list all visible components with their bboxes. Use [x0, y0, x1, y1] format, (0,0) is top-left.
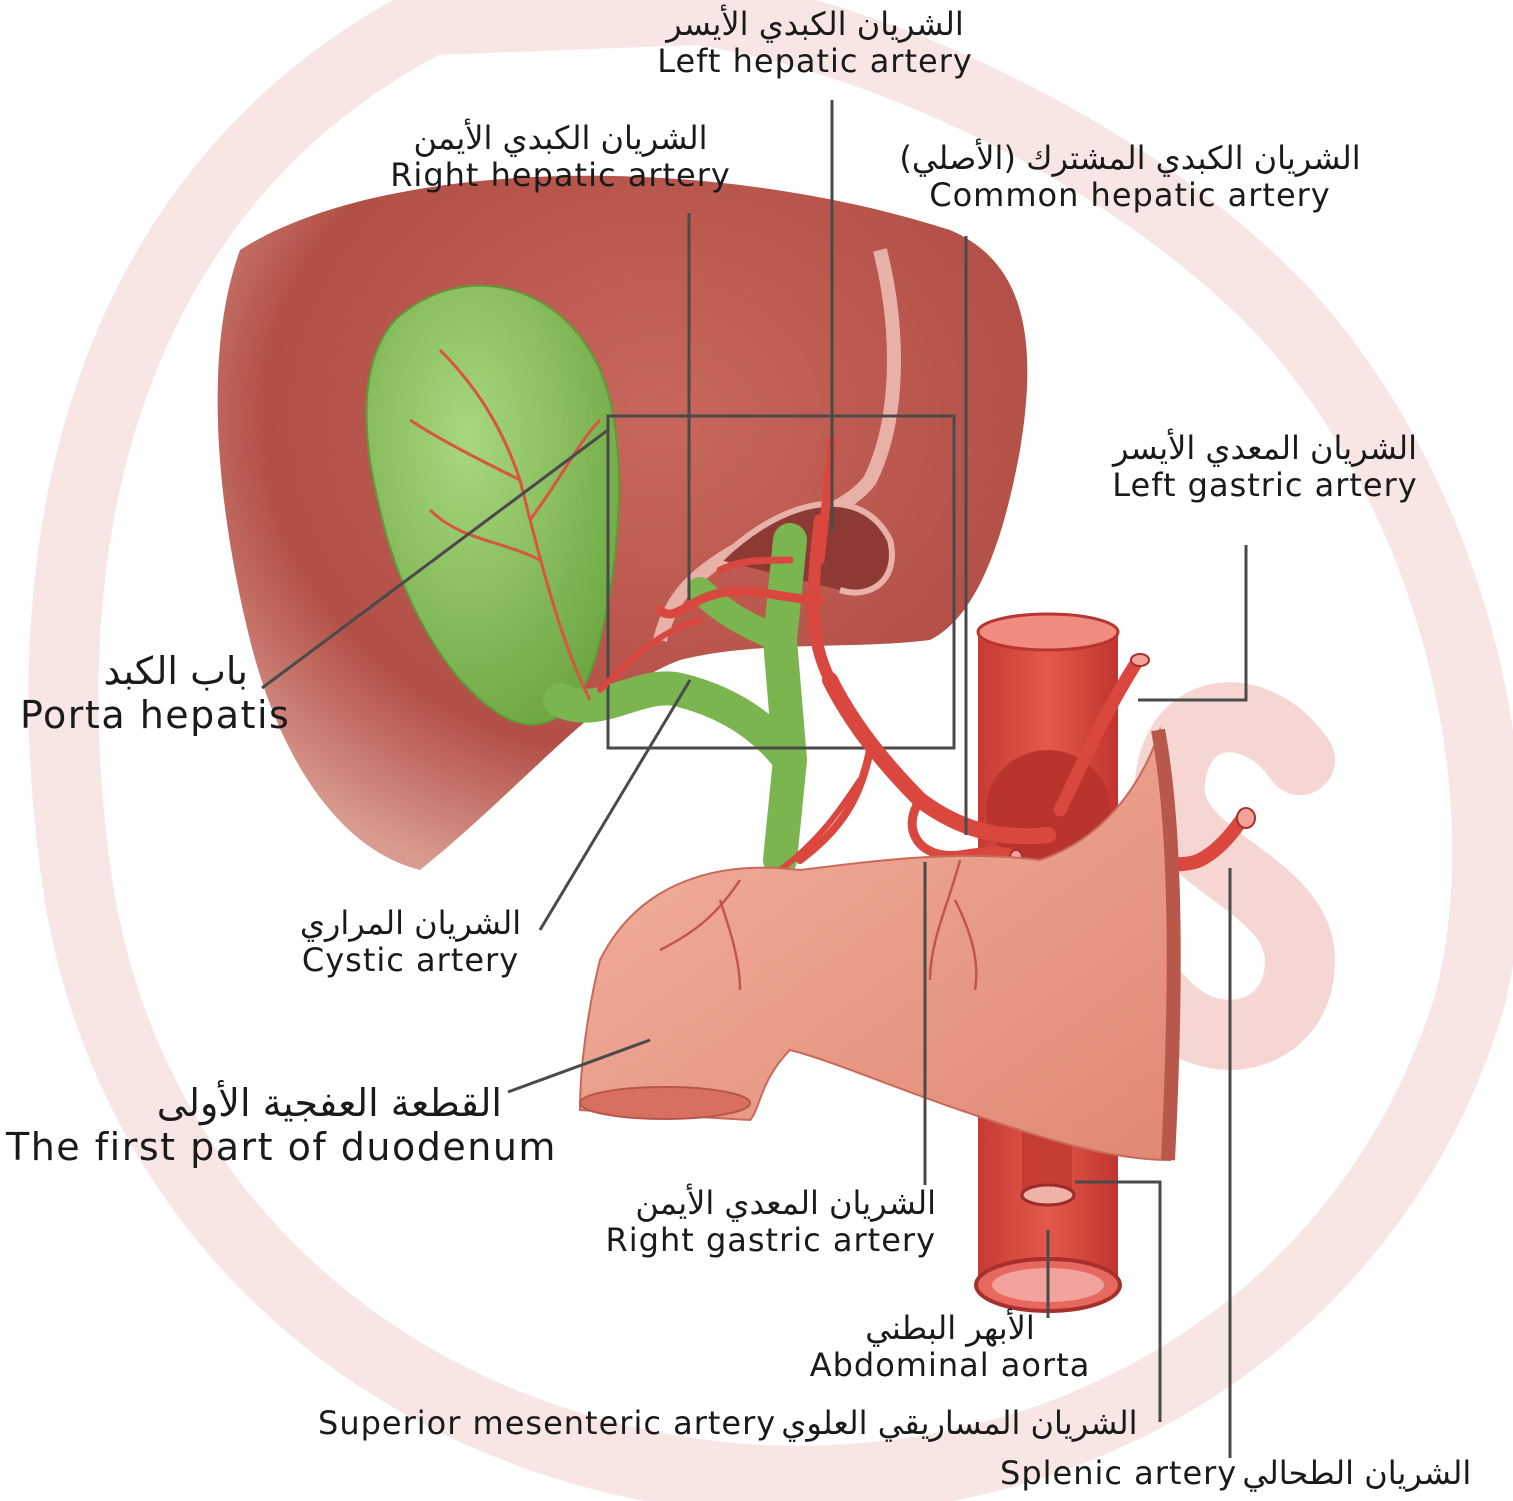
superior-mesenteric-artery-en: Superior mesenteric artery	[318, 1404, 776, 1442]
left-gastric-artery-label: الشريان المعدي الأيسر Left gastric arter…	[1080, 430, 1450, 504]
right-gastric-artery-label: الشريان المعدي الأيمن Right gastric arte…	[596, 1185, 936, 1259]
splenic-artery-en: Splenic artery	[1000, 1454, 1237, 1492]
right-hepatic-artery-ar: الشريان الكبدي الأيمن	[368, 120, 753, 157]
left-gastric-artery-en: Left gastric artery	[1080, 467, 1450, 504]
porta-hepatis-en: Porta hepatis	[20, 694, 310, 738]
superior-mesenteric-artery-ar: الشريان المساريقي العلوي	[781, 1405, 1137, 1442]
abdominal-aorta-en: Abdominal aorta	[800, 1347, 1100, 1384]
right-gastric-artery-ar: الشريان المعدي الأيمن	[596, 1185, 936, 1222]
cystic-artery-ar: الشريان المراري	[288, 905, 533, 942]
liver-shape	[218, 176, 1028, 870]
porta-hepatis-label: باب الكبد Porta hepatis	[20, 650, 310, 737]
duodenum-en: The first part of duodenum	[6, 1126, 566, 1170]
porta-hepatis-ar: باب الكبد	[20, 650, 310, 694]
left-hepatic-artery-en: Left hepatic artery	[640, 43, 990, 80]
common-hepatic-artery-label: الشريان الكبدي المشترك (الأصلي) Common h…	[850, 140, 1410, 214]
duodenum-label: القطعة العفجية الأولى The first part of …	[6, 1082, 566, 1169]
right-hepatic-artery-en: Right hepatic artery	[368, 157, 753, 194]
left-hepatic-artery-ar: الشريان الكبدي الأيسر	[640, 6, 990, 43]
right-gastric-artery-en: Right gastric artery	[596, 1222, 936, 1259]
splenic-artery-ar: الشريان الطحالي	[1242, 1455, 1471, 1492]
common-hepatic-artery-en: Common hepatic artery	[850, 177, 1410, 214]
cystic-artery-en: Cystic artery	[288, 942, 533, 979]
superior-mesenteric-artery-label: Superior mesenteric artery الشريان المسا…	[318, 1405, 1198, 1442]
abdominal-aorta-label: الأبهر البطني Abdominal aorta	[800, 1310, 1100, 1384]
duodenum-ar: القطعة العفجية الأولى	[6, 1082, 566, 1126]
splenic-artery-label: Splenic artery الشريان الطحالي	[1000, 1455, 1500, 1492]
right-hepatic-artery-label: الشريان الكبدي الأيمن Right hepatic arte…	[368, 120, 753, 194]
abdominal-aorta-ar: الأبهر البطني	[800, 1310, 1100, 1347]
cystic-artery-label: الشريان المراري Cystic artery	[288, 905, 533, 979]
left-hepatic-artery-label: الشريان الكبدي الأيسر Left hepatic arter…	[640, 6, 990, 80]
left-gastric-artery-ar: الشريان المعدي الأيسر	[1080, 430, 1450, 467]
common-hepatic-artery-ar: الشريان الكبدي المشترك (الأصلي)	[850, 140, 1410, 177]
